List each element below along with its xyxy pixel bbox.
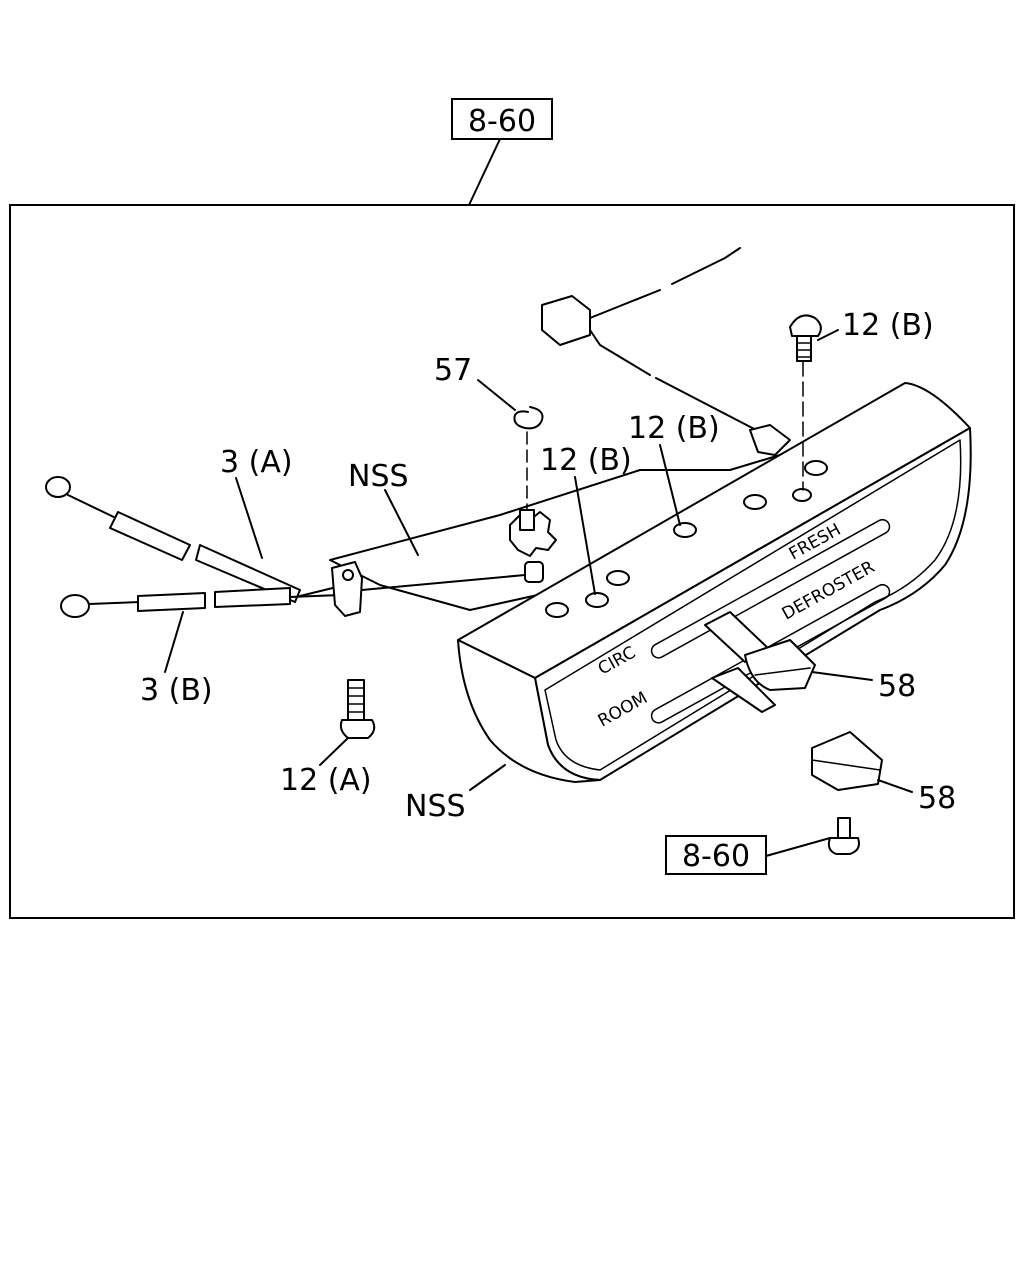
c3b-callout: 3 (B)	[140, 673, 213, 708]
c3a-callout: 3 (A)	[220, 445, 293, 480]
cable-clamp	[331, 561, 544, 617]
c12a-callout: 12 (A)	[280, 763, 372, 798]
panel-hole	[585, 592, 609, 608]
c58-top-leader	[811, 671, 873, 681]
upper-slider-knob[interactable]	[744, 639, 816, 691]
upper-slider-slot	[650, 518, 891, 659]
top-reference-label: 8-60	[468, 104, 536, 139]
panel-hole	[804, 460, 828, 476]
lower-slider-lever	[711, 667, 776, 713]
panel-bezel	[544, 439, 962, 771]
panel-hole	[792, 488, 812, 502]
diagram-frame	[9, 204, 1015, 919]
panel-side-face	[457, 639, 601, 783]
nss-top-callout: NSS	[348, 459, 409, 494]
c12b-mid-callout: 12 (B)	[628, 411, 720, 446]
wire-harness	[541, 247, 791, 456]
harness-connector	[541, 295, 591, 346]
bottom-screw[interactable]	[827, 817, 860, 855]
c12b-left-leader	[574, 476, 596, 595]
c57-leader	[477, 379, 516, 411]
c58-bottom-leader	[877, 779, 913, 793]
top-reference-box[interactable]: 8-60	[451, 98, 553, 140]
clip-57[interactable]	[513, 406, 544, 430]
c12b-top-leader	[817, 329, 839, 341]
panel-hole	[673, 522, 697, 538]
c58-top-callout: 58	[878, 669, 916, 704]
nss-top-leader	[384, 489, 419, 556]
panel-hole	[743, 494, 767, 510]
screw-12a[interactable]	[339, 679, 376, 739]
nss-bottom-leader	[469, 764, 506, 791]
bottom-reference-leader	[765, 837, 831, 857]
c12b-left-callout: 12 (B)	[540, 443, 632, 478]
c12b-mid-leader	[659, 444, 681, 526]
top-reference-leader	[468, 138, 501, 206]
c58-bottom-callout: 58	[918, 781, 956, 816]
panel-hole	[606, 570, 630, 586]
bottom-reference-box[interactable]: 8-60	[665, 835, 767, 875]
bottom-reference-label: 8-60	[682, 839, 750, 874]
panel-hole	[545, 602, 569, 618]
lower-slider-knob[interactable]	[811, 731, 883, 791]
c12a-leader	[319, 737, 349, 766]
c57-callout: 57	[434, 353, 472, 388]
control-panel-housing: FRESH DEFROSTER CIRC ROOM	[329, 382, 972, 783]
harness-grommet	[749, 424, 791, 456]
c3b-leader	[164, 611, 184, 673]
c3a-leader	[235, 477, 263, 559]
cable-3a[interactable]	[45, 476, 346, 603]
pivot-gear	[509, 509, 557, 557]
cable-3b[interactable]	[60, 587, 341, 618]
screw-12b-top[interactable]	[789, 314, 822, 362]
nss-bottom-callout: NSS	[405, 789, 466, 824]
c12b-top-callout: 12 (B)	[842, 308, 934, 343]
